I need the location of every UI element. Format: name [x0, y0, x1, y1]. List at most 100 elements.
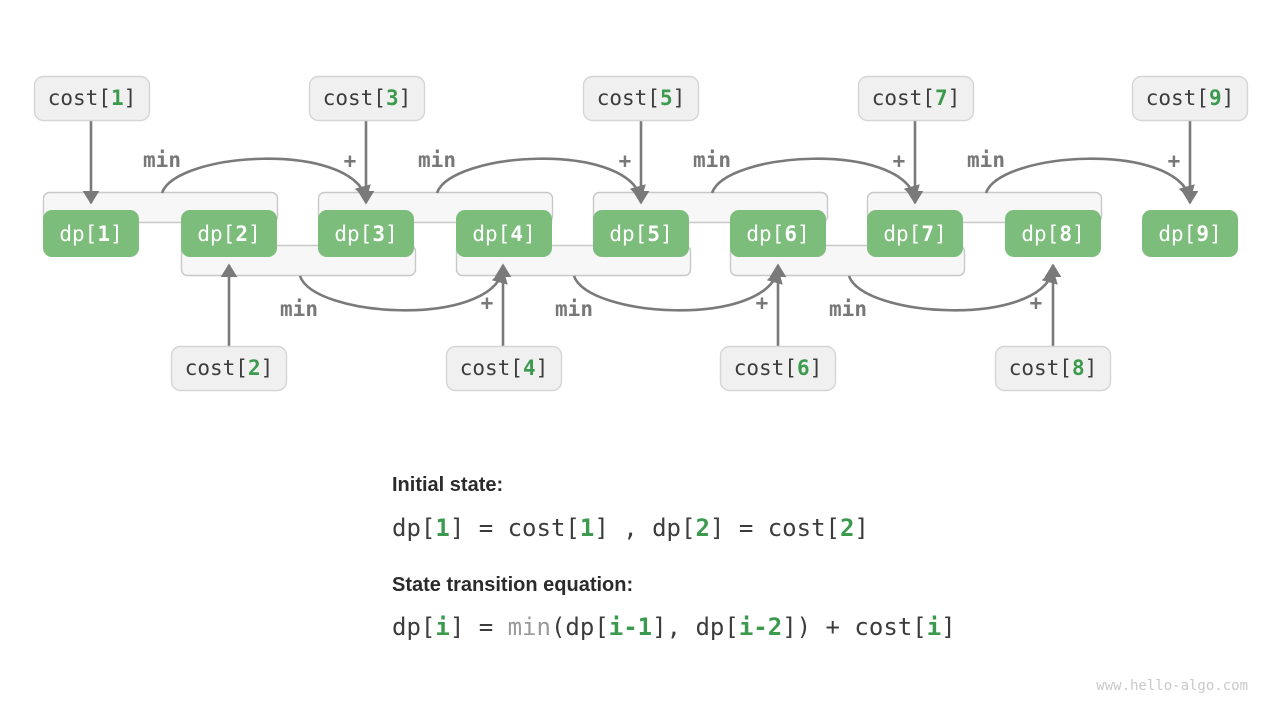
- op-label-plus-top-1: +: [344, 149, 357, 173]
- svg-text:cost[3]: cost[3]: [323, 86, 412, 110]
- transition-formula-i1: i: [435, 613, 449, 641]
- svg-text:dp[8]: dp[8]: [1021, 222, 1084, 246]
- dp-box-2[interactable]: dp[2]: [181, 210, 277, 257]
- cost-box-top-7-prefix: cost[: [872, 86, 935, 110]
- transition-formula-t6: ]: [941, 613, 955, 641]
- dp-box-5-suffix: ]: [660, 222, 673, 246]
- dp-box-5[interactable]: dp[5]: [593, 210, 689, 257]
- dp-box-8-index: 8: [1059, 222, 1072, 246]
- dp-box-8[interactable]: dp[8]: [1005, 210, 1101, 257]
- cost-box-top-7[interactable]: cost[7]: [857, 75, 975, 122]
- dp-box-3-suffix: ]: [385, 222, 398, 246]
- dp-box-9[interactable]: dp[9]: [1142, 210, 1238, 257]
- transition-formula-i4: i: [927, 613, 941, 641]
- svg-text:dp[3]: dp[3]: [334, 222, 397, 246]
- dp-box-3[interactable]: dp[3]: [318, 210, 414, 257]
- cost-box-bottom-2-prefix: cost[: [185, 356, 248, 380]
- cost-box-bottom-4[interactable]: cost[4]: [445, 345, 563, 392]
- cost-box-top-9-prefix: cost[: [1146, 86, 1209, 110]
- cost-box-bottom-6-prefix: cost[: [734, 356, 797, 380]
- svg-text:cost[7]: cost[7]: [872, 86, 961, 110]
- cost-box-top-9[interactable]: cost[9]: [1131, 75, 1249, 122]
- dp-box-1[interactable]: dp[1]: [43, 210, 139, 257]
- curve-min-dp67-to-dp8: [847, 269, 1058, 312]
- op-label-plus-bottom-1: +: [481, 291, 494, 315]
- curve-min-dp45-to-dp6: [572, 269, 783, 312]
- cost-box-top-9-index: 9: [1209, 86, 1222, 110]
- initial-formula-i4: 2: [840, 514, 854, 542]
- dp-box-3-index: 3: [372, 222, 385, 246]
- initial-state-heading: Initial state:: [392, 474, 503, 496]
- cost-box-bottom-6-suffix: ]: [810, 356, 823, 380]
- transition-heading: State transition equation:: [392, 574, 633, 596]
- dp-box-6-index: 6: [784, 222, 797, 246]
- dp-box-3-prefix: dp[: [334, 222, 372, 246]
- svg-text:cost[8]: cost[8]: [1009, 356, 1098, 380]
- initial-formula-t4: ] = cost[: [710, 514, 840, 542]
- dp-box-5-prefix: dp[: [609, 222, 647, 246]
- dp-box-8-prefix: dp[: [1021, 222, 1059, 246]
- op-label-min-top-1: min: [143, 148, 181, 172]
- cost-box-bottom-4-prefix: cost[: [460, 356, 523, 380]
- curve-min-dp23-to-dp4: [298, 269, 508, 312]
- cost-top-arrow-group: [82, 120, 1199, 205]
- svg-text:cost[5]: cost[5]: [597, 86, 686, 110]
- dp-box-4-index: 4: [510, 222, 523, 246]
- dp-box-2-prefix: dp[: [197, 222, 235, 246]
- curve-min-dp56-to-dp7: [710, 157, 920, 200]
- cost-box-top-9-suffix: ]: [1222, 86, 1235, 110]
- cost-box-bottom-8[interactable]: cost[8]: [994, 345, 1112, 392]
- op-label-plus-top-4: +: [1168, 149, 1181, 173]
- initial-formula-i2: 1: [580, 514, 594, 542]
- transition-formula: dp[i] = min(dp[i-1], dp[i-2]) + cost[i]: [392, 613, 956, 641]
- transition-formula-i3: i-2: [739, 613, 782, 641]
- dp-box-7-prefix: dp[: [883, 222, 921, 246]
- cost-box-bottom-2[interactable]: cost[2]: [170, 345, 288, 392]
- dp-box-9-suffix: ]: [1209, 222, 1222, 246]
- op-label-plus-top-2: +: [619, 149, 632, 173]
- cost-box-top-3[interactable]: cost[3]: [308, 75, 426, 122]
- cost-box-bottom-2-suffix: ]: [261, 356, 274, 380]
- dp-box-1-prefix: dp[: [59, 222, 97, 246]
- initial-formula-t3: ] , dp[: [594, 514, 695, 542]
- cost-box-bottom-6[interactable]: cost[6]: [719, 345, 837, 392]
- op-label-min-bottom-2: min: [555, 297, 593, 321]
- cost-box-bottom-4-suffix: ]: [536, 356, 549, 380]
- cost-box-bottom-6-index: 6: [797, 356, 810, 380]
- cost-box-top-5-suffix: ]: [673, 86, 686, 110]
- svg-text:dp[7]: dp[7]: [883, 222, 946, 246]
- dp-box-9-index: 9: [1196, 222, 1209, 246]
- transition-formula-i2: i-1: [609, 613, 652, 641]
- transition-formula-t4: ], dp[: [652, 613, 739, 641]
- initial-formula-t1: dp[: [392, 514, 435, 542]
- cost-box-top-7-index: 7: [935, 86, 948, 110]
- dp-box-1-index: 1: [97, 222, 110, 246]
- op-label-min-top-3: min: [693, 148, 731, 172]
- transition-formula-t2: ] =: [450, 613, 508, 641]
- dp-box-4[interactable]: dp[4]: [456, 210, 552, 257]
- dp-box-6-prefix: dp[: [746, 222, 784, 246]
- op-label-min-bottom-1: min: [280, 297, 318, 321]
- dp-box-6[interactable]: dp[6]: [730, 210, 826, 257]
- op-label-plus-top-3: +: [893, 149, 906, 173]
- svg-text:cost[4]: cost[4]: [460, 356, 549, 380]
- dp-box-7-index: 7: [921, 222, 934, 246]
- dp-box-7[interactable]: dp[7]: [867, 210, 963, 257]
- svg-text:dp[9]: dp[9]: [1158, 222, 1221, 246]
- cost-box-top-3-prefix: cost[: [323, 86, 386, 110]
- cost-box-top-1-suffix: ]: [124, 86, 137, 110]
- cost-box-top-3-index: 3: [386, 86, 399, 110]
- min-curve-group-top: [160, 157, 1195, 200]
- cost-box-top-1-prefix: cost[: [48, 86, 111, 110]
- cost-box-top-1[interactable]: cost[1]: [33, 75, 151, 122]
- curve-min-dp34-to-dp5: [435, 157, 646, 200]
- svg-text:cost[2]: cost[2]: [185, 356, 274, 380]
- op-label-min-top-4: min: [967, 148, 1005, 172]
- curve-min-dp12-to-dp3: [160, 157, 371, 200]
- cost-box-bottom-8-index: 8: [1072, 356, 1085, 380]
- min-curve-group-bottom: [298, 269, 1058, 312]
- initial-formula-t5: ]: [854, 514, 868, 542]
- cost-box-top-5[interactable]: cost[5]: [582, 75, 700, 122]
- cost-box-bottom-8-suffix: ]: [1085, 356, 1098, 380]
